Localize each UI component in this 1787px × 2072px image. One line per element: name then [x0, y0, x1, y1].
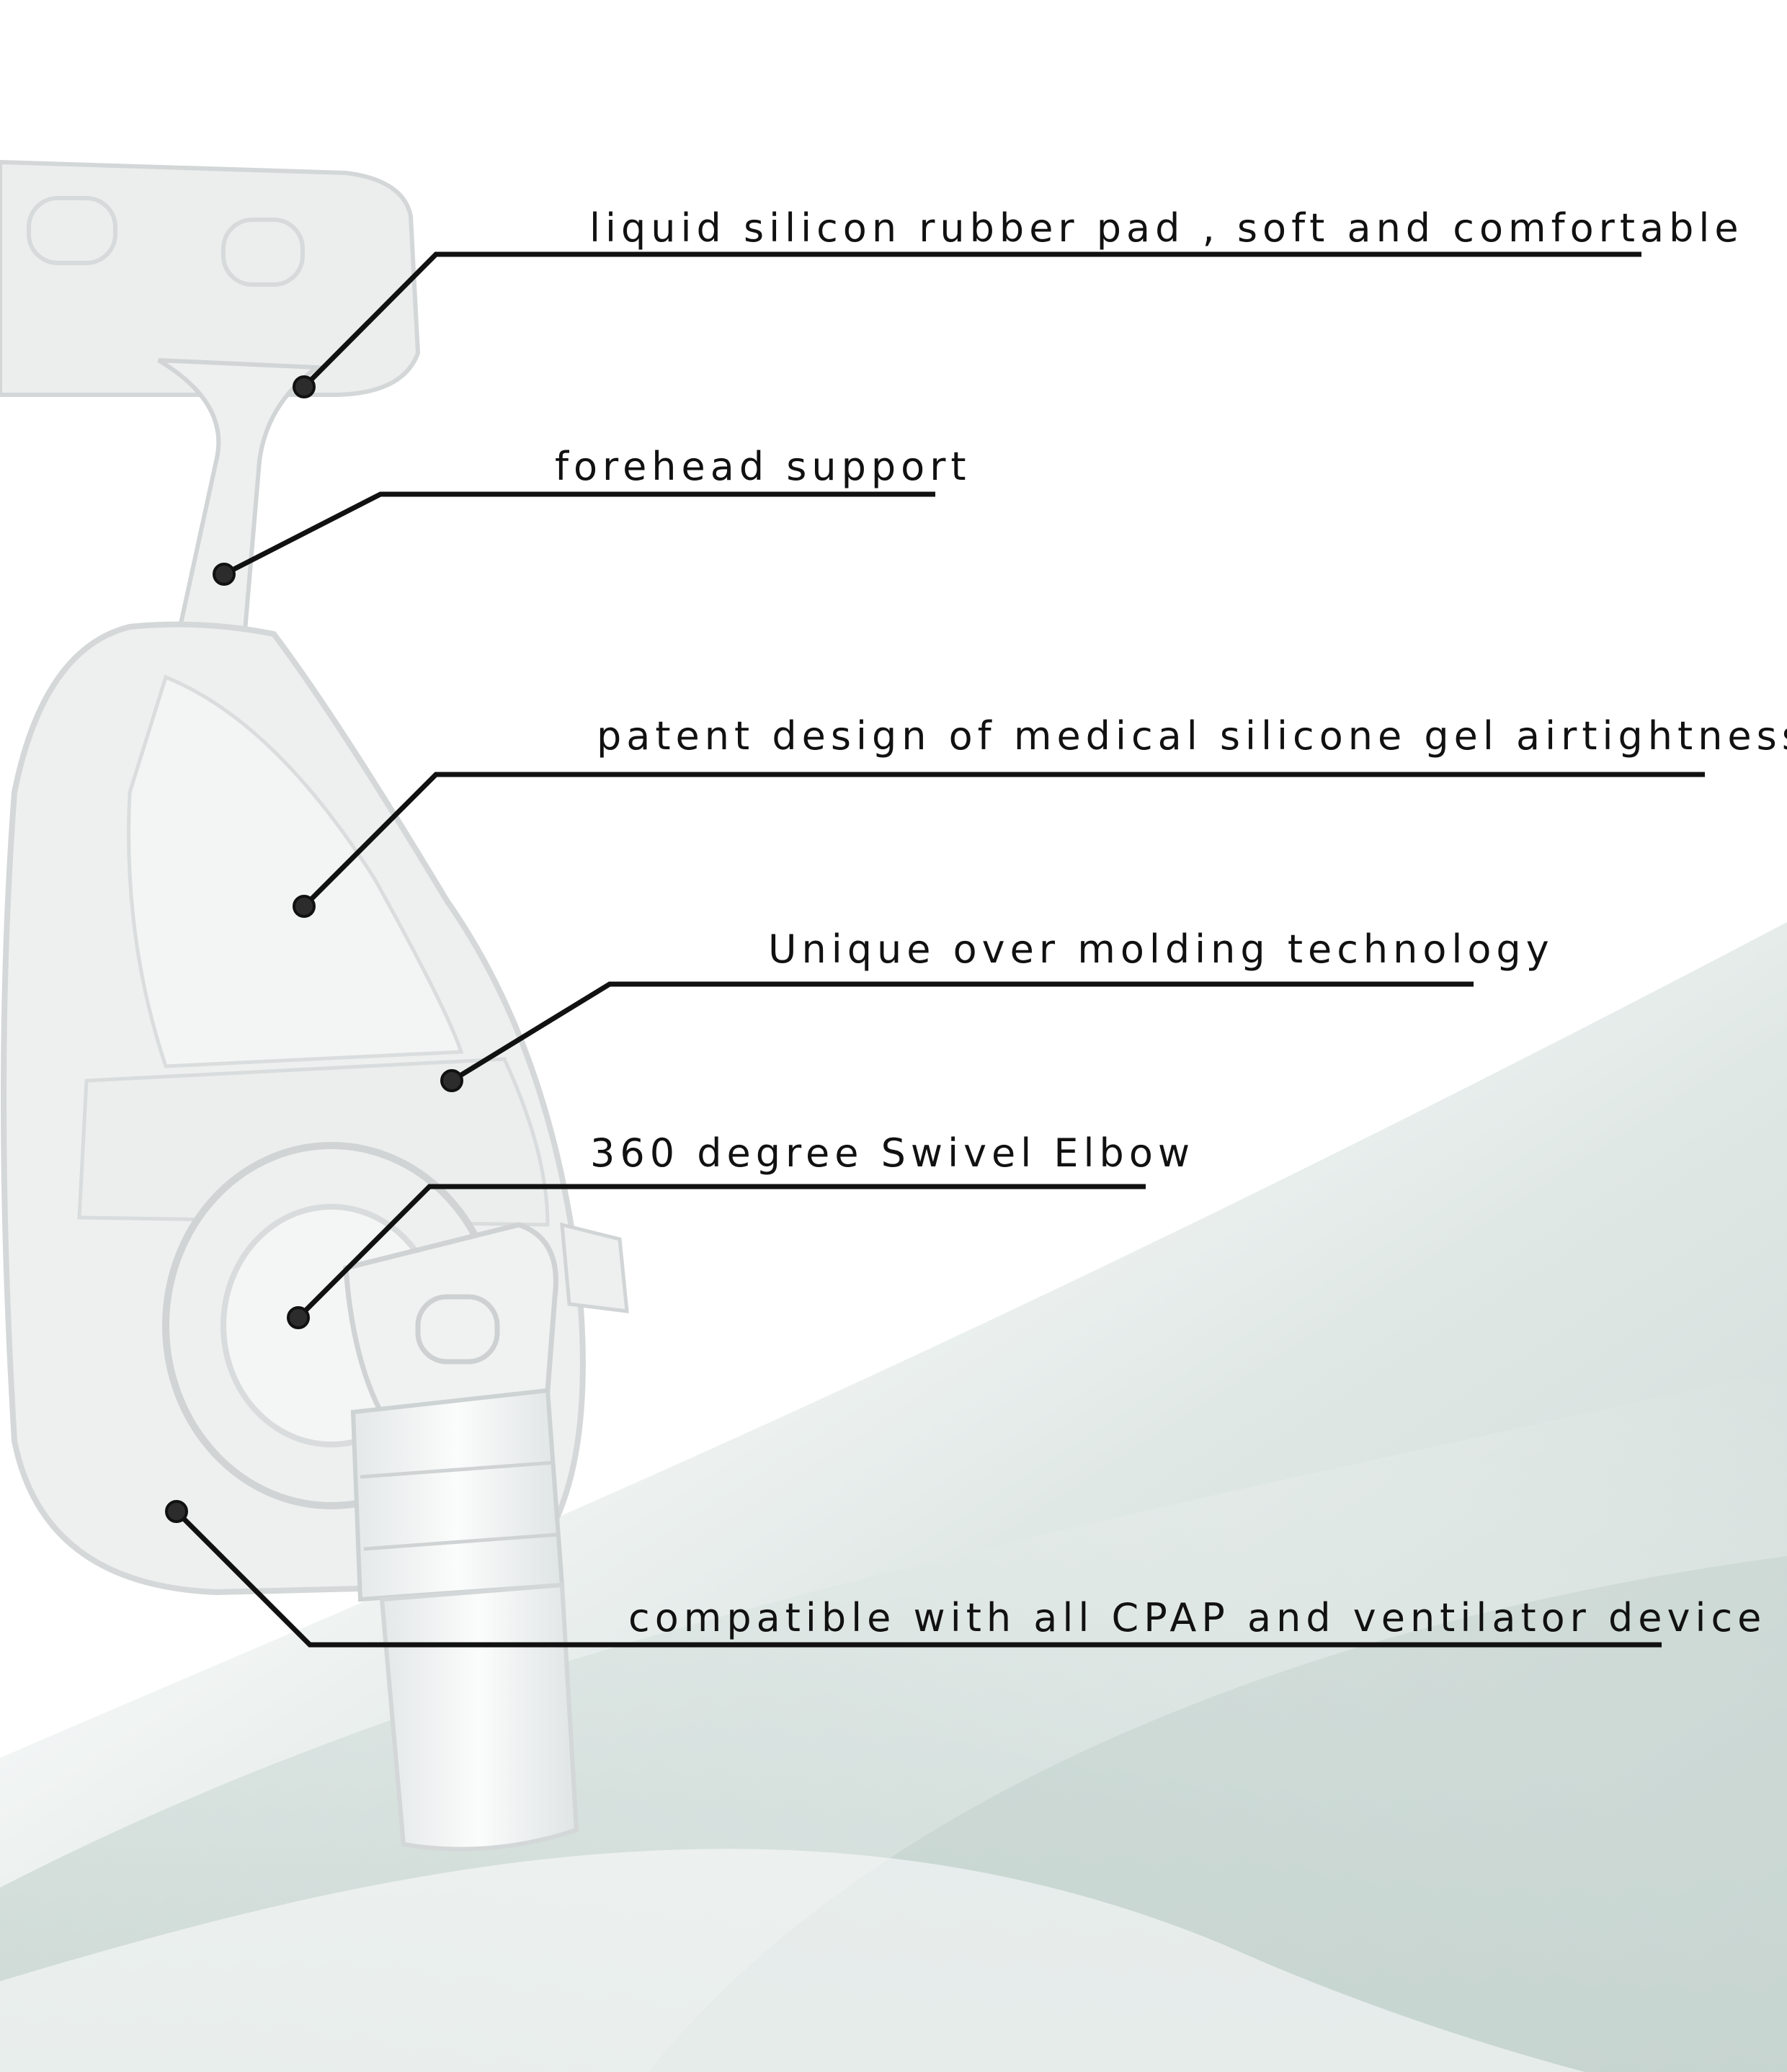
callout-swivel-elbow: 360 degree Swivel Elbow: [287, 1130, 1195, 1329]
forehead-support-arm: [157, 358, 324, 633]
tube-connector: [350, 1388, 565, 1602]
leader-line: [302, 251, 1641, 389]
callout-label-compat: compatible with all CPAP and ventilator …: [628, 1595, 1766, 1640]
leader-line: [174, 1509, 1662, 1648]
leader-line: [223, 491, 935, 577]
callout-label-elbow: 360 degree Swivel Elbow: [590, 1130, 1195, 1176]
leader-line: [302, 772, 1705, 908]
callout-forehead-support: forehead support: [213, 444, 971, 586]
tube: [379, 1582, 579, 1852]
callout-over-molding: Unique over molding technology: [440, 926, 1554, 1092]
callout-label-pad: liquid silicon rubber pad , soft and com…: [589, 205, 1744, 251]
cpap-mask-illustration: [0, 159, 629, 1852]
forehead-pad: [0, 159, 421, 397]
callout-dot: [440, 1069, 463, 1092]
callout-label-molding: Unique over molding technology: [768, 926, 1554, 972]
callout-compatibility: compatible with all CPAP and ventilator …: [165, 1500, 1766, 1648]
callouts: liquid silicon rubber pad , soft and com…: [165, 205, 1787, 1648]
callout-dot: [293, 895, 316, 918]
callout-label-forehead: forehead support: [555, 444, 971, 489]
callout-dot: [213, 563, 236, 586]
callout-dot: [287, 1306, 310, 1329]
leader-line: [450, 981, 1474, 1083]
callout-liquid-silicon-pad: liquid silicon rubber pad , soft and com…: [293, 205, 1744, 398]
callout-dot: [165, 1500, 188, 1523]
callout-silicone-airtightness: patent design of medical silicone gel ai…: [293, 713, 1787, 918]
callout-dot: [293, 375, 316, 398]
callout-label-seal: patent design of medical silicone gel ai…: [597, 713, 1787, 759]
leader-line: [296, 1184, 1146, 1320]
